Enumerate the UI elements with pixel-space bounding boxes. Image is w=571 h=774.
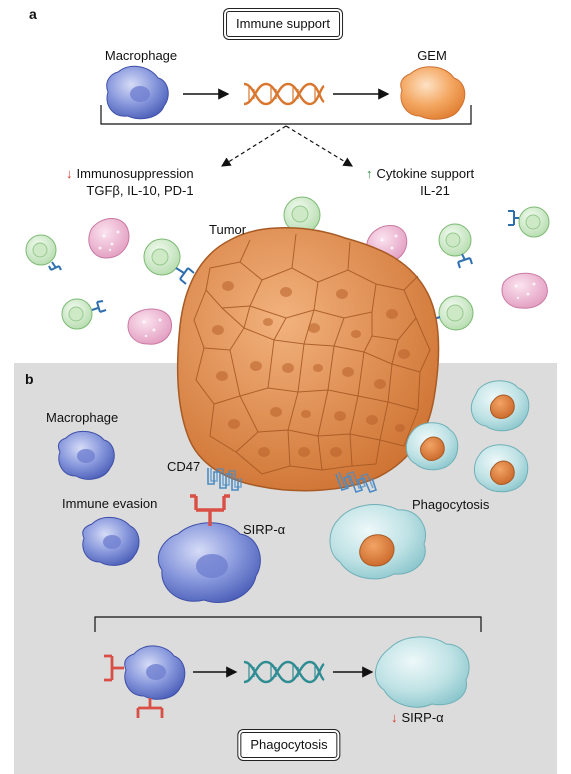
phagocytosis-box: Phagocytosis — [240, 732, 338, 758]
bottom-phagocyte-cell — [375, 636, 470, 708]
t-cell-2 — [61, 298, 107, 330]
dashed-arrow-right — [285, 125, 354, 167]
sirp-alpha-receptor — [190, 494, 230, 526]
sirp-alpha-label: SIRP-α — [243, 522, 286, 537]
down-arrow-icon: ↓ — [66, 166, 73, 181]
up-arrow-icon: ↑ — [366, 166, 373, 181]
phagocytosis-label: Phagocytosis — [412, 497, 490, 512]
bottom-sirp-receptors — [104, 654, 164, 718]
cd47-label: CD47 — [167, 459, 201, 474]
gem-cell — [400, 66, 466, 120]
down-arrow-icon-b: ↓ — [391, 710, 398, 725]
bottom-sirp-text: SIRP-α — [401, 710, 444, 725]
pink-cell-2 — [127, 308, 172, 345]
dashed-arrow-left — [220, 125, 287, 167]
phagocyte-large — [329, 504, 426, 580]
cytokine-il21: IL-21 — [420, 183, 450, 198]
phagocyte-small-2 — [406, 422, 459, 471]
macrophage-label-b: Macrophage — [46, 410, 119, 425]
immunosuppression-text: Immunosuppression — [76, 166, 194, 181]
tumor-label: Tumor — [209, 222, 247, 237]
immunosuppression-targets: TGFβ, IL-10, PD-1 — [86, 183, 194, 198]
immune-evasion-cell — [82, 517, 140, 566]
macrophage-label-a: Macrophage — [104, 48, 178, 63]
cytokine-support-text: Cytokine support — [376, 166, 475, 181]
tumor-mass — [176, 227, 440, 492]
pink-cell-1 — [88, 218, 130, 259]
dna-helix-icon — [243, 82, 325, 106]
dna-helix-icon-b — [243, 660, 325, 684]
t-cell-6 — [508, 206, 550, 238]
panel-b-letter: b — [25, 371, 34, 387]
t-cell-5 — [438, 223, 473, 269]
macrophage-cell-top — [106, 65, 169, 120]
gem-label: GEM — [417, 48, 447, 63]
t-cell-3 — [143, 238, 195, 285]
bottom-macrophage-cell — [124, 645, 186, 700]
panel-a-bracket — [100, 105, 472, 125]
immune-support-box: Immune support — [226, 11, 340, 37]
t-cell-1 — [25, 234, 62, 271]
immunosuppression-label: ↓Immunosuppression — [66, 166, 194, 182]
t-cell-7 — [426, 295, 474, 331]
macrophage-cell-b — [57, 431, 115, 480]
bottom-sirp-label: ↓SIRP-α — [391, 710, 444, 726]
phagocyte-small-3 — [474, 444, 529, 493]
cytokine-support-label: ↑Cytokine support — [366, 166, 474, 182]
large-macrophage-cell — [157, 522, 261, 604]
panel-a-letter: a — [29, 6, 37, 22]
immune-evasion-label: Immune evasion — [62, 496, 158, 511]
pink-cell-4 — [501, 272, 548, 309]
cd47-receptor-right — [335, 470, 378, 494]
panel-b-bracket — [94, 616, 482, 632]
phagocyte-small-1 — [470, 380, 530, 432]
cd47-receptor-left — [207, 468, 242, 491]
